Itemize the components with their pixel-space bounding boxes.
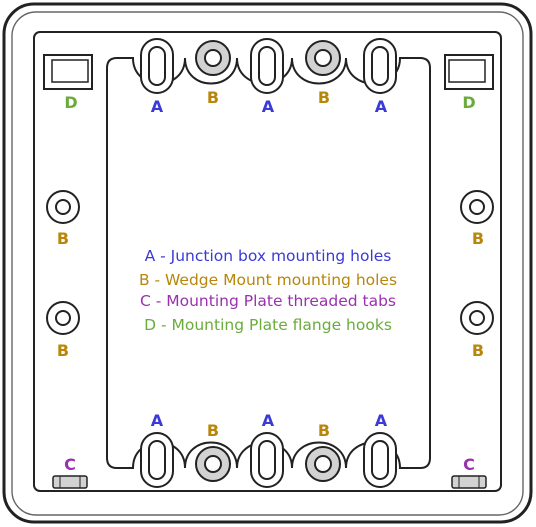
a-slot-top-2: [250, 38, 284, 94]
legend: A - Junction box mounting holes B - Wedg…: [139, 247, 397, 334]
label-b-bottom-1: B: [207, 421, 219, 440]
plate-recess-edge: [33, 31, 502, 492]
legend-item-b: B - Wedge Mount mounting holes: [139, 271, 397, 289]
label-a-bottom-3: A: [375, 411, 388, 430]
a-slot-top-3: [363, 38, 397, 94]
label-a-bottom-1: A: [151, 411, 164, 430]
a-slot-top-1: [140, 38, 174, 94]
label-d-left: D: [64, 93, 77, 112]
a-slot-bottom-2: [250, 432, 284, 488]
b-hole-left-lower: [46, 301, 80, 335]
legend-item-c: C - Mounting Plate threaded tabs: [140, 292, 396, 310]
label-b-top-2: B: [318, 88, 330, 107]
label-a-top-2: A: [262, 97, 275, 116]
label-b-right-lower: B: [472, 341, 484, 360]
b-hole-bottom-2: [305, 446, 341, 482]
label-b-bottom-2: B: [318, 421, 330, 440]
plate-inner-edge: [11, 11, 524, 516]
b-hole-right-upper: [460, 190, 494, 224]
b-hole-right-lower: [460, 301, 494, 335]
legend-item-d: D - Mounting Plate flange hooks: [144, 316, 392, 334]
label-d-right: D: [462, 93, 475, 112]
d-flange-hook-left: [43, 54, 93, 90]
label-c-left: C: [64, 455, 76, 474]
label-a-bottom-2: A: [262, 411, 275, 430]
d-flange-hook-right: [444, 54, 494, 90]
label-b-left-upper: B: [57, 229, 69, 248]
label-a-top-1: A: [151, 97, 164, 116]
legend-item-a: A - Junction box mounting holes: [145, 247, 392, 265]
label-b-right-upper: B: [472, 229, 484, 248]
a-slot-bottom-1: [140, 432, 174, 488]
c-threaded-tab-right: [451, 475, 487, 489]
b-hole-top-2: [305, 40, 341, 76]
b-hole-bottom-1: [195, 446, 231, 482]
b-hole-left-upper: [46, 190, 80, 224]
label-a-top-3: A: [375, 97, 388, 116]
a-slot-bottom-3: [363, 432, 397, 488]
b-hole-top-1: [195, 40, 231, 76]
label-b-left-lower: B: [57, 341, 69, 360]
label-c-right: C: [463, 455, 475, 474]
label-b-top-1: B: [207, 88, 219, 107]
c-threaded-tab-left: [52, 475, 88, 489]
